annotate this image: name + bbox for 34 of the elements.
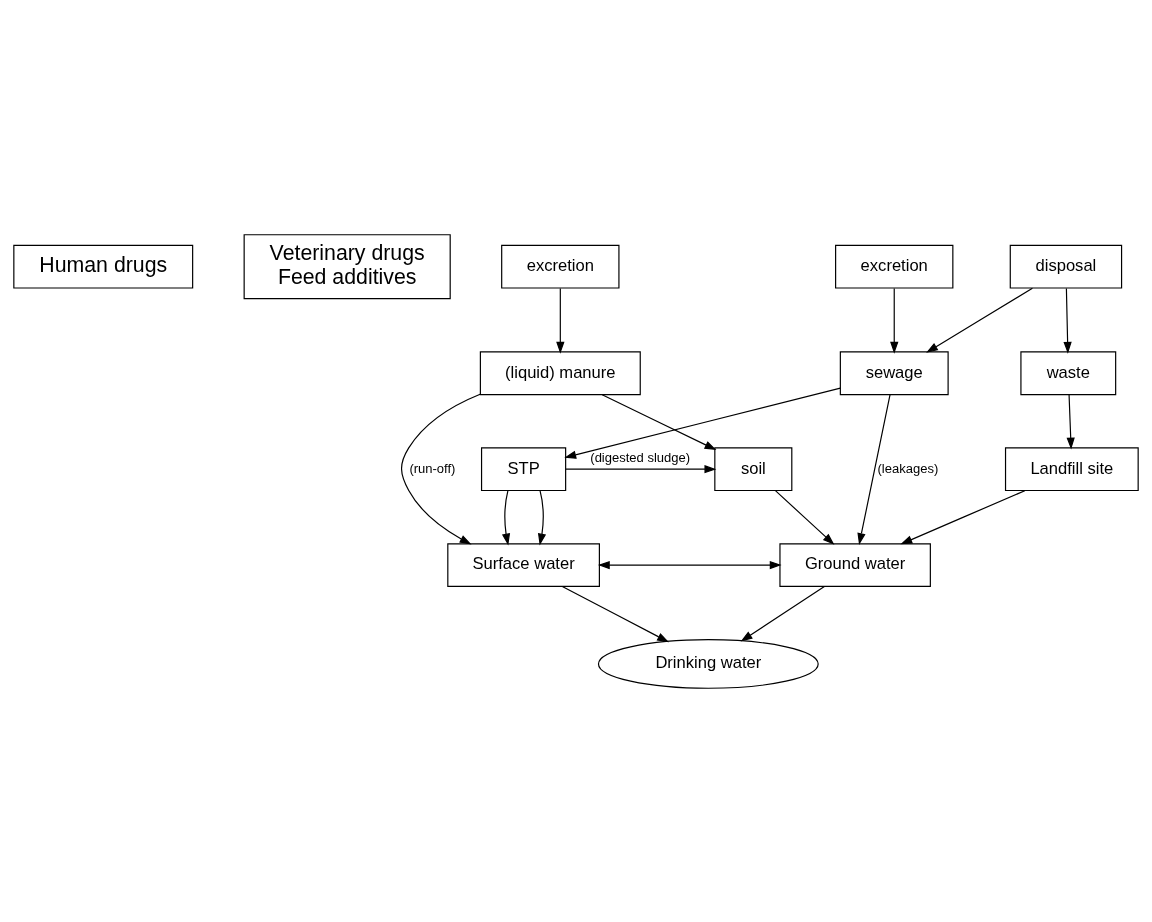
node-box: Ground water <box>779 542 931 587</box>
node-box: Landfill site <box>1004 446 1139 491</box>
arrow <box>774 489 835 545</box>
arrow <box>740 585 825 642</box>
arrow <box>857 393 891 545</box>
node-box: Human drugs <box>13 244 194 289</box>
node-box: STP <box>481 446 567 491</box>
node-box: Veterinary drugs Feed additives <box>243 233 451 299</box>
node-box: Surface water <box>447 542 600 587</box>
node-box: waste <box>1020 350 1117 395</box>
node-box: disposal <box>1009 244 1123 289</box>
node-box: excretion <box>835 244 954 289</box>
arrow <box>926 287 1033 353</box>
node-box: excretion <box>501 244 620 289</box>
arrow <box>564 387 841 459</box>
edge-label: (run-off) <box>409 460 456 476</box>
node-ellipse: Drinking water <box>597 638 819 689</box>
arrow <box>1066 393 1075 450</box>
arrow <box>556 287 565 354</box>
arrow <box>561 585 669 642</box>
arrow <box>890 287 899 354</box>
arrow <box>1063 287 1072 354</box>
arrow <box>400 393 481 544</box>
arrow <box>601 393 717 450</box>
node-box: soil <box>714 446 793 491</box>
arrow <box>597 560 782 569</box>
arrow <box>565 464 717 473</box>
edge-label: (leakages) <box>877 460 939 476</box>
arrow <box>537 489 547 545</box>
edge-label: (digested sludge) <box>590 449 691 465</box>
arrow <box>900 489 1026 544</box>
arrow <box>501 489 511 545</box>
node-box: sewage <box>839 350 949 395</box>
node-box: (liquid) manure <box>479 350 641 395</box>
